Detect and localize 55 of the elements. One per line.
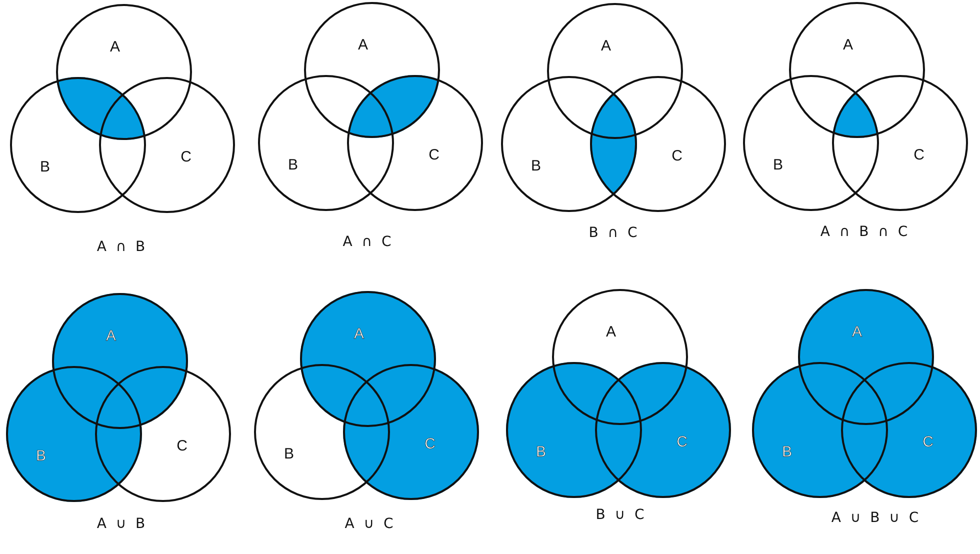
set-circle <box>304 2 440 138</box>
set-label: C <box>676 434 688 450</box>
set-label: A <box>110 40 120 54</box>
set-label: A <box>354 326 364 342</box>
set-label: A <box>358 38 368 52</box>
set-label: B <box>773 158 783 172</box>
set-label: B <box>288 158 298 172</box>
set-label: A <box>843 38 853 52</box>
set-circle <box>595 362 731 498</box>
set-expression: A ∪ C <box>344 517 394 531</box>
set-expression: A ∩ B ∩ C <box>820 225 908 239</box>
set-circle <box>547 3 683 139</box>
shaded-region <box>300 291 479 500</box>
set-label: A <box>606 324 616 340</box>
set-label: C <box>672 148 682 164</box>
set-circle <box>254 364 390 500</box>
set-label: C <box>176 438 188 454</box>
set-circle <box>590 76 726 212</box>
set-label: C <box>914 148 924 162</box>
set-circle <box>56 4 192 140</box>
set-label: B <box>536 444 546 460</box>
set-circle <box>506 362 642 498</box>
set-circle <box>743 75 879 211</box>
set-circle <box>789 2 925 138</box>
shaded-region <box>6 293 188 502</box>
shaded-region <box>348 75 440 138</box>
set-circle <box>99 77 235 213</box>
set-circle <box>258 75 394 211</box>
set-expression: A ∪ B ∪ C <box>831 511 919 525</box>
set-label: B <box>531 158 541 174</box>
set-label: B <box>36 448 46 464</box>
set-expression: B ∩ C <box>588 226 638 240</box>
set-label: B <box>40 160 50 174</box>
set-circle <box>95 366 231 502</box>
set-circle <box>552 289 688 425</box>
set-circle <box>347 75 483 211</box>
set-expression: A ∩ B <box>96 240 146 254</box>
set-label: C <box>922 434 934 450</box>
set-label: B <box>782 444 792 460</box>
shaded-region <box>506 362 731 498</box>
set-circle <box>832 75 968 211</box>
set-label: A <box>106 328 116 344</box>
set-expression: B ∪ C <box>596 508 644 522</box>
set-label: C <box>424 436 436 452</box>
set-expression: A ∩ C <box>342 235 392 249</box>
set-label: C <box>428 148 440 162</box>
set-circle <box>501 76 637 212</box>
set-label: A <box>852 324 862 340</box>
set-label: C <box>180 150 192 164</box>
set-label: A <box>601 38 611 54</box>
set-circle <box>10 77 146 213</box>
set-expression: A ∪ B <box>96 517 146 531</box>
shaded-region <box>56 77 146 140</box>
shaded-region <box>752 289 977 498</box>
set-label: B <box>284 446 294 462</box>
